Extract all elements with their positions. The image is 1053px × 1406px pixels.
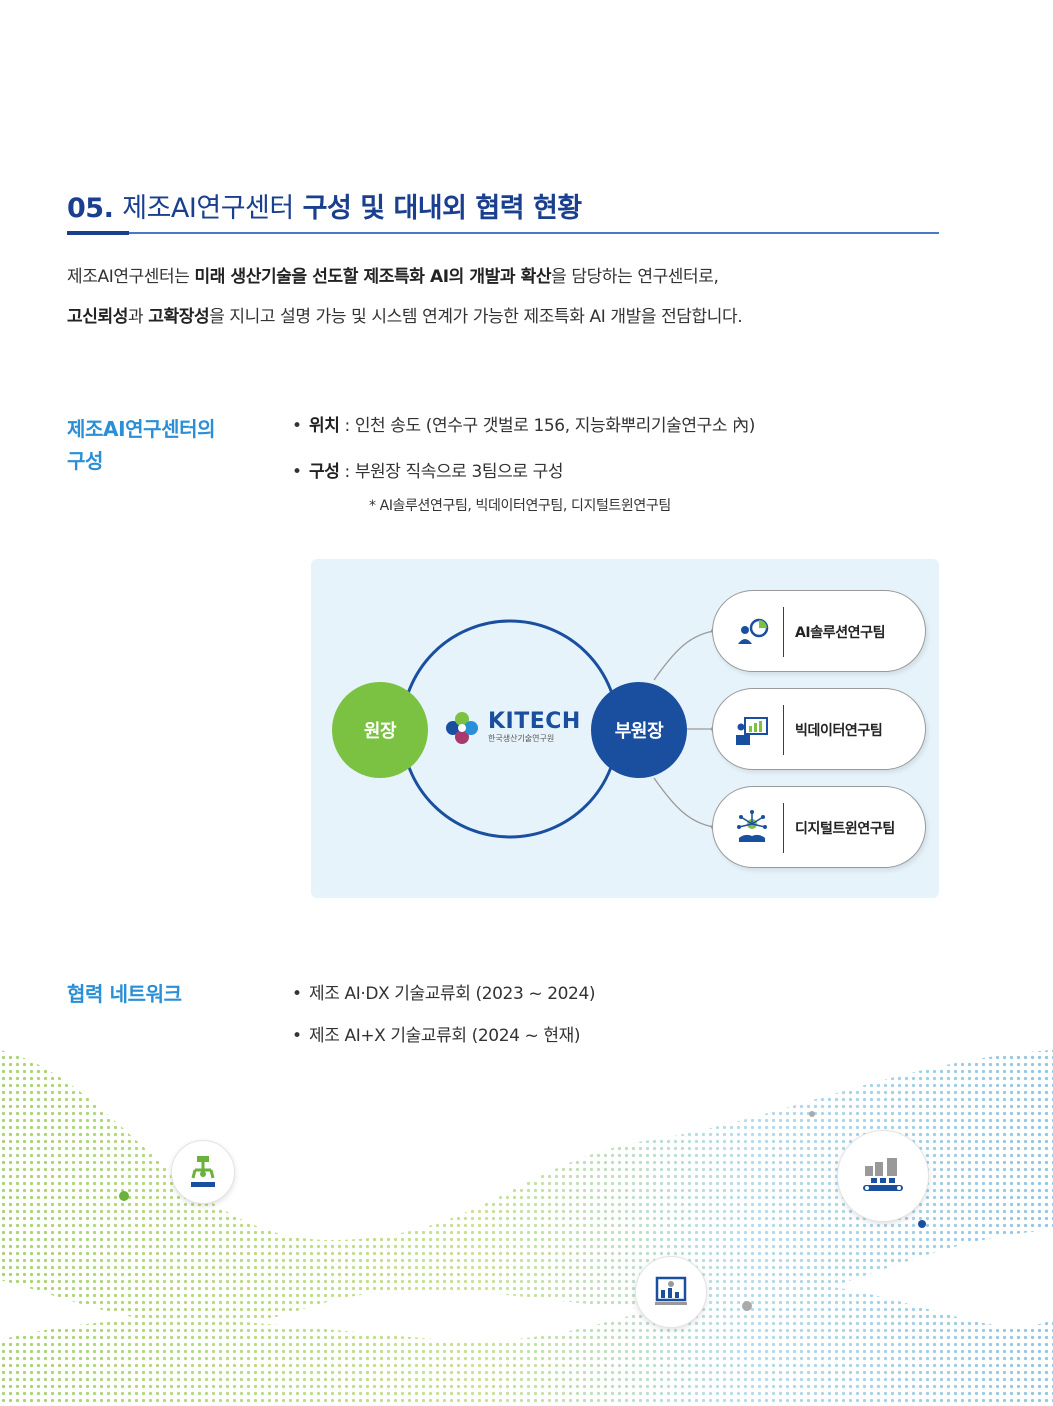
location-value: : 인천 송도 (연수구 갯벌로 156, 지능화뿌리기술연구소 內) bbox=[339, 416, 755, 436]
kitech-name-ko: 한국생산기술연구원 bbox=[488, 734, 555, 743]
wave-dot bbox=[809, 1111, 815, 1117]
wave-dot bbox=[742, 1301, 752, 1311]
network-hand-icon bbox=[737, 810, 767, 842]
location-item: 위치 : 인천 송도 (연수구 갯벌로 156, 지능화뿌리기술연구소 內) bbox=[292, 413, 755, 439]
team-name: AI솔루션연구팀 bbox=[795, 625, 886, 641]
intro-emphasis: 고신뢰성 bbox=[67, 307, 128, 327]
team-ai-solution: AI솔루션연구팀 bbox=[712, 590, 926, 672]
kitech-logo: KITECH 한국생산기술연구원 bbox=[440, 706, 581, 748]
teams-note: * AI솔루션연구팀, 빅데이터연구팀, 디지털트윈연구팀 bbox=[369, 498, 671, 514]
network-list: 제조 AI·DX 기술교류회 (2023 ~ 2024) 제조 AI+X 기술교… bbox=[292, 981, 596, 1049]
kitech-logo-icon bbox=[446, 712, 478, 744]
section-number: 05. bbox=[67, 193, 114, 224]
section-title-light: 제조AI연구센터 bbox=[122, 193, 294, 224]
team-name: 디지털트윈연구팀 bbox=[795, 821, 895, 837]
structure-key: 구성 bbox=[309, 462, 340, 482]
intro-line-1: 제조AI연구센터는 미래 생산기술을 선도할 제조특화 AI의 개발과 확산을 … bbox=[67, 266, 967, 289]
section-title-bold: 구성 및 대내외 협력 현황 bbox=[302, 193, 583, 224]
intro-paragraph: 제조AI연구센터는 미래 생산기술을 선도할 제조특화 AI의 개발과 확산을 … bbox=[67, 266, 967, 346]
intro-emphasis: 미래 생산기술을 선도할 제조특화 AI의 개발과 확산 bbox=[194, 267, 552, 287]
composition-list: 위치 : 인천 송도 (연수구 갯벌로 156, 지능화뿌리기술연구소 內) 구… bbox=[292, 413, 755, 517]
heading-rule-accent bbox=[67, 231, 129, 235]
pill-divider bbox=[783, 705, 784, 755]
kitech-wordmark: KITECH 한국생산기술연구원 bbox=[488, 710, 581, 744]
composition-label: 제조AI연구센터의 구성 bbox=[67, 413, 216, 477]
intro-text: 과 bbox=[127, 307, 149, 327]
kitech-name-en: KITECH bbox=[488, 709, 581, 734]
decorative-wave bbox=[0, 1050, 1053, 1406]
people-chart-icon bbox=[738, 618, 769, 644]
structure-value: : 부원장 직속으로 3팀으로 구성 bbox=[339, 462, 564, 482]
location-key: 위치 bbox=[309, 416, 340, 436]
intro-text: 을 지니고 설명 가능 및 시스템 연계가 가능한 제조특화 AI 개발을 전담… bbox=[209, 307, 743, 327]
section-heading: 05. 제조AI연구센터 구성 및 대내외 협력 현황 bbox=[67, 186, 582, 225]
presentation-icon bbox=[635, 1256, 707, 1328]
conveyor-factory-icon bbox=[837, 1130, 929, 1222]
team-big-data: 빅데이터연구팀 bbox=[712, 688, 926, 770]
network-label: 협력 네트워크 bbox=[67, 982, 182, 1006]
intro-emphasis: 고확장성 bbox=[148, 307, 210, 327]
pill-divider bbox=[783, 803, 784, 853]
heading-rule bbox=[67, 232, 939, 234]
presentation-board-icon bbox=[736, 717, 768, 745]
intro-text: 을 담당하는 연구센터로, bbox=[551, 267, 719, 287]
composition-label-line: 구성 bbox=[67, 449, 103, 473]
director-circle: 원장 bbox=[332, 682, 428, 778]
robot-arm-icon bbox=[171, 1140, 235, 1204]
team-digital-twin: 디지털트윈연구팀 bbox=[712, 786, 926, 868]
network-item: 제조 AI·DX 기술교류회 (2023 ~ 2024) bbox=[292, 981, 596, 1007]
team-name: 빅데이터연구팀 bbox=[795, 723, 883, 739]
vice-director-circle: 부원장 bbox=[591, 682, 687, 778]
wave-dot bbox=[918, 1220, 926, 1228]
network-item: 제조 AI+X 기술교류회 (2024 ~ 현재) bbox=[292, 1023, 595, 1049]
pill-divider bbox=[783, 607, 784, 657]
wave-dot bbox=[119, 1191, 129, 1201]
composition-label-line: 제조AI연구센터의 bbox=[67, 417, 216, 441]
intro-line-2: 고신뢰성과 고확장성을 지니고 설명 가능 및 시스템 연계가 가능한 제조특화… bbox=[67, 306, 967, 329]
intro-text: 제조AI연구센터는 bbox=[67, 267, 195, 287]
structure-item: 구성 : 부원장 직속으로 3팀으로 구성 bbox=[292, 459, 755, 485]
